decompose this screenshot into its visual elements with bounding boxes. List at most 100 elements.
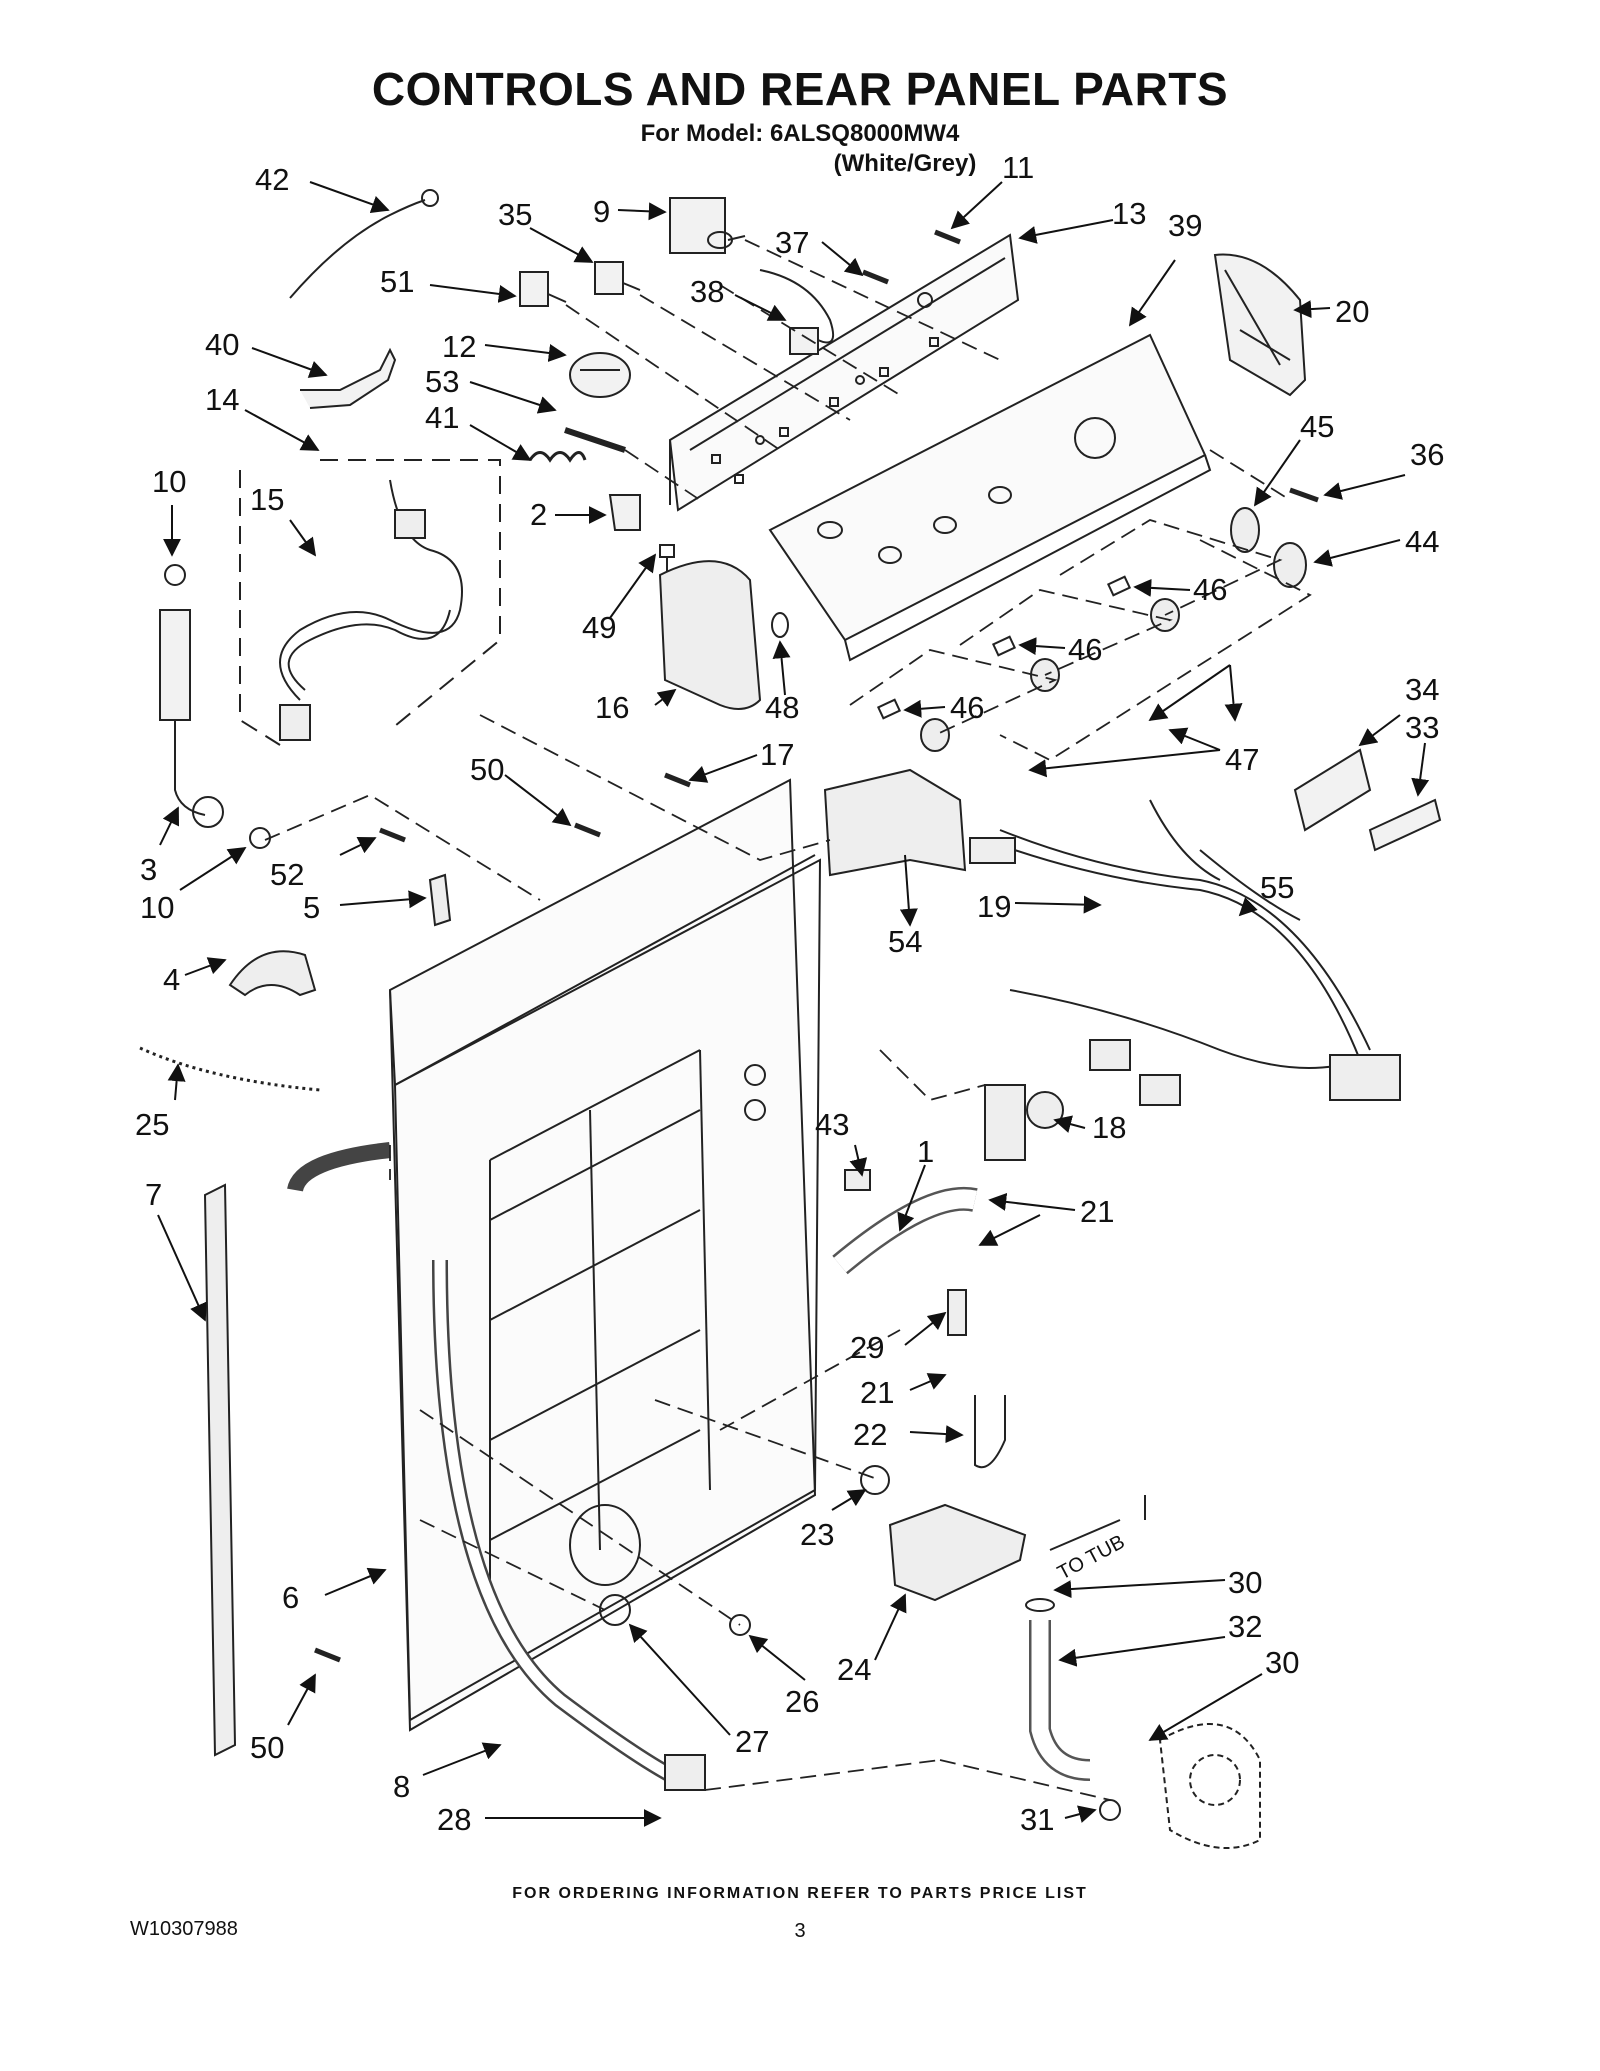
callout-1: 1 bbox=[917, 1134, 934, 1169]
callout-53: 53 bbox=[425, 364, 459, 399]
page-number: 3 bbox=[794, 1920, 806, 1942]
callout-numbers: 42 35 9 11 13 39 51 37 38 20 40 12 53 14… bbox=[135, 150, 1444, 1837]
callout-37: 37 bbox=[775, 225, 809, 260]
callout-54: 54 bbox=[888, 924, 922, 959]
leader-arrows bbox=[157, 181, 1430, 1827]
callout-43: 43 bbox=[815, 1107, 849, 1142]
callout-15: 15 bbox=[250, 482, 284, 517]
callout-27: 27 bbox=[735, 1724, 769, 1759]
bracket-part-34 bbox=[1293, 748, 1372, 832]
callout-42: 42 bbox=[255, 162, 289, 197]
control-console-part bbox=[768, 333, 1212, 662]
part-drawings bbox=[139, 189, 1442, 1849]
ground-wire-part bbox=[289, 199, 426, 299]
callout-8: 8 bbox=[393, 1769, 410, 1804]
callout-18: 18 bbox=[1092, 1110, 1126, 1145]
clip-part-5 bbox=[428, 873, 452, 927]
callout-40: 40 bbox=[205, 327, 239, 362]
callout-38: 38 bbox=[690, 274, 724, 309]
callout-32: 32 bbox=[1228, 1609, 1262, 1644]
callout-28: 28 bbox=[437, 1802, 471, 1837]
callout-50-top: 50 bbox=[470, 752, 504, 787]
callout-46-bottom: 46 bbox=[950, 690, 984, 725]
connector-part-43 bbox=[844, 1169, 871, 1191]
callout-31: 31 bbox=[1020, 1802, 1054, 1837]
callout-14: 14 bbox=[205, 382, 239, 417]
callout-36: 36 bbox=[1410, 437, 1444, 472]
screw-part-49 bbox=[659, 544, 675, 572]
clip-part-41 bbox=[528, 451, 587, 463]
bracket-part-40 bbox=[300, 347, 397, 409]
bracket-part-33 bbox=[1368, 798, 1442, 852]
callout-51: 51 bbox=[380, 264, 414, 299]
clamp-part-28 bbox=[664, 1754, 706, 1791]
callout-6: 6 bbox=[282, 1580, 299, 1615]
control-bracket-part bbox=[668, 233, 1020, 512]
callout-20: 20 bbox=[1335, 294, 1369, 329]
callout-46-mid: 46 bbox=[1068, 632, 1102, 667]
callout-50-bottom: 50 bbox=[250, 1730, 284, 1765]
callout-55: 55 bbox=[1260, 870, 1294, 905]
assembly-lines bbox=[264, 239, 1312, 1801]
clamp-part-30 bbox=[1025, 1598, 1055, 1612]
callout-30-bottom: 30 bbox=[1265, 1645, 1299, 1680]
callout-45: 45 bbox=[1300, 409, 1334, 444]
callout-44: 44 bbox=[1405, 524, 1439, 559]
callout-33: 33 bbox=[1405, 710, 1439, 745]
callout-22: 22 bbox=[853, 1417, 887, 1452]
end-cap-part-16 bbox=[658, 560, 762, 710]
clip-part-2 bbox=[608, 494, 641, 531]
callout-34: 34 bbox=[1405, 672, 1439, 707]
model-variant: (White/Grey) bbox=[833, 150, 977, 177]
callout-25: 25 bbox=[135, 1107, 169, 1142]
callout-49: 49 bbox=[582, 610, 616, 645]
callout-3: 3 bbox=[140, 852, 157, 887]
callout-48: 48 bbox=[765, 690, 799, 725]
callout-13: 13 bbox=[1112, 196, 1146, 231]
callout-23: 23 bbox=[800, 1517, 834, 1552]
shield-part bbox=[823, 768, 967, 877]
siphon-break-part bbox=[947, 1289, 967, 1336]
callout-35: 35 bbox=[498, 197, 532, 232]
screw-parts bbox=[314, 229, 1319, 1663]
clamp-part-23 bbox=[860, 1465, 890, 1495]
clamp-part-27 bbox=[599, 1594, 631, 1626]
callout-10-bottom: 10 bbox=[140, 890, 174, 925]
callout-4: 4 bbox=[163, 962, 180, 997]
water-valve-part bbox=[984, 1084, 1064, 1161]
callout-52: 52 bbox=[270, 857, 304, 892]
pressure-switch-part bbox=[569, 352, 631, 398]
plug-part-26 bbox=[729, 1614, 751, 1636]
trim-strip-part bbox=[203, 1183, 237, 1757]
page-title: CONTROLS AND REAR PANEL PARTS bbox=[371, 63, 1229, 115]
callout-29: 29 bbox=[850, 1330, 884, 1365]
callout-2: 2 bbox=[530, 497, 547, 532]
callout-21-top: 21 bbox=[1080, 1194, 1114, 1229]
cable-tie-part bbox=[564, 427, 626, 453]
callout-17: 17 bbox=[760, 737, 794, 772]
ordering-info-note: FOR ORDERING INFORMATION REFER TO PARTS … bbox=[512, 1885, 1088, 1902]
console-end-cap-part bbox=[1213, 253, 1307, 397]
callout-16: 16 bbox=[595, 690, 629, 725]
callout-19: 19 bbox=[977, 889, 1011, 924]
callout-30-top: 30 bbox=[1228, 1565, 1262, 1600]
callout-11: 11 bbox=[1002, 150, 1034, 185]
power-cord-part bbox=[239, 459, 501, 746]
callout-39: 39 bbox=[1168, 208, 1202, 243]
model-number: For Model: 6ALSQ8000MW4 bbox=[640, 120, 960, 147]
callout-5: 5 bbox=[303, 890, 320, 925]
callout-41: 41 bbox=[425, 400, 459, 435]
rear-panel-part bbox=[388, 778, 822, 1732]
document-number: W10307988 bbox=[130, 1918, 238, 1940]
switch-part-35 bbox=[594, 261, 624, 295]
wire-harness-part bbox=[969, 799, 1401, 1106]
callout-9: 9 bbox=[593, 194, 610, 229]
callout-47: 47 bbox=[1225, 742, 1259, 777]
callout-26: 26 bbox=[785, 1684, 819, 1719]
callout-12: 12 bbox=[442, 329, 476, 364]
callout-46-top: 46 bbox=[1193, 572, 1227, 607]
callout-21-bottom: 21 bbox=[860, 1375, 894, 1410]
bracket-part-24 bbox=[888, 1503, 1027, 1602]
plug-part-48 bbox=[771, 612, 789, 638]
